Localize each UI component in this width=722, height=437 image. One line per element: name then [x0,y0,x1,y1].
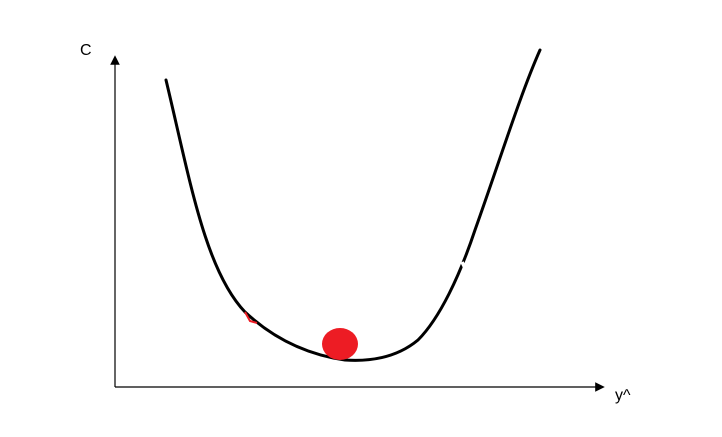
cost-curve [164,48,542,362]
ball-marker [322,328,358,360]
x-axis-label: y^ [615,387,631,404]
y-axis-label: C [80,42,92,59]
white-gap-mark [460,261,468,271]
red-tick-mark [244,311,258,324]
